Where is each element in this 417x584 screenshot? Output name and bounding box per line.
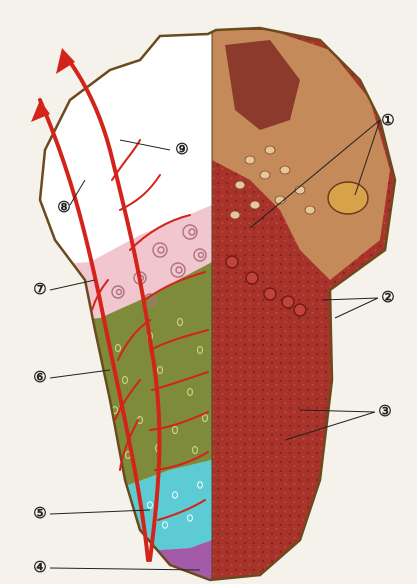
left-half-schematic <box>0 0 212 584</box>
callout-1: ① <box>381 112 394 129</box>
callout-8: ⑧ <box>57 199 70 216</box>
callout-6: ⑥ <box>33 369 46 386</box>
callout-7: ⑦ <box>33 281 46 298</box>
palatine-tonsil <box>328 182 368 214</box>
callout-9: ⑨ <box>175 141 188 158</box>
callout-4: ④ <box>33 559 46 576</box>
callout-5: ⑤ <box>33 505 46 522</box>
callout-3: ③ <box>378 403 391 420</box>
zone-cyan-region <box>0 460 212 560</box>
callout-2: ② <box>381 289 394 306</box>
arrowhead-glossopharyngeal <box>56 48 75 74</box>
